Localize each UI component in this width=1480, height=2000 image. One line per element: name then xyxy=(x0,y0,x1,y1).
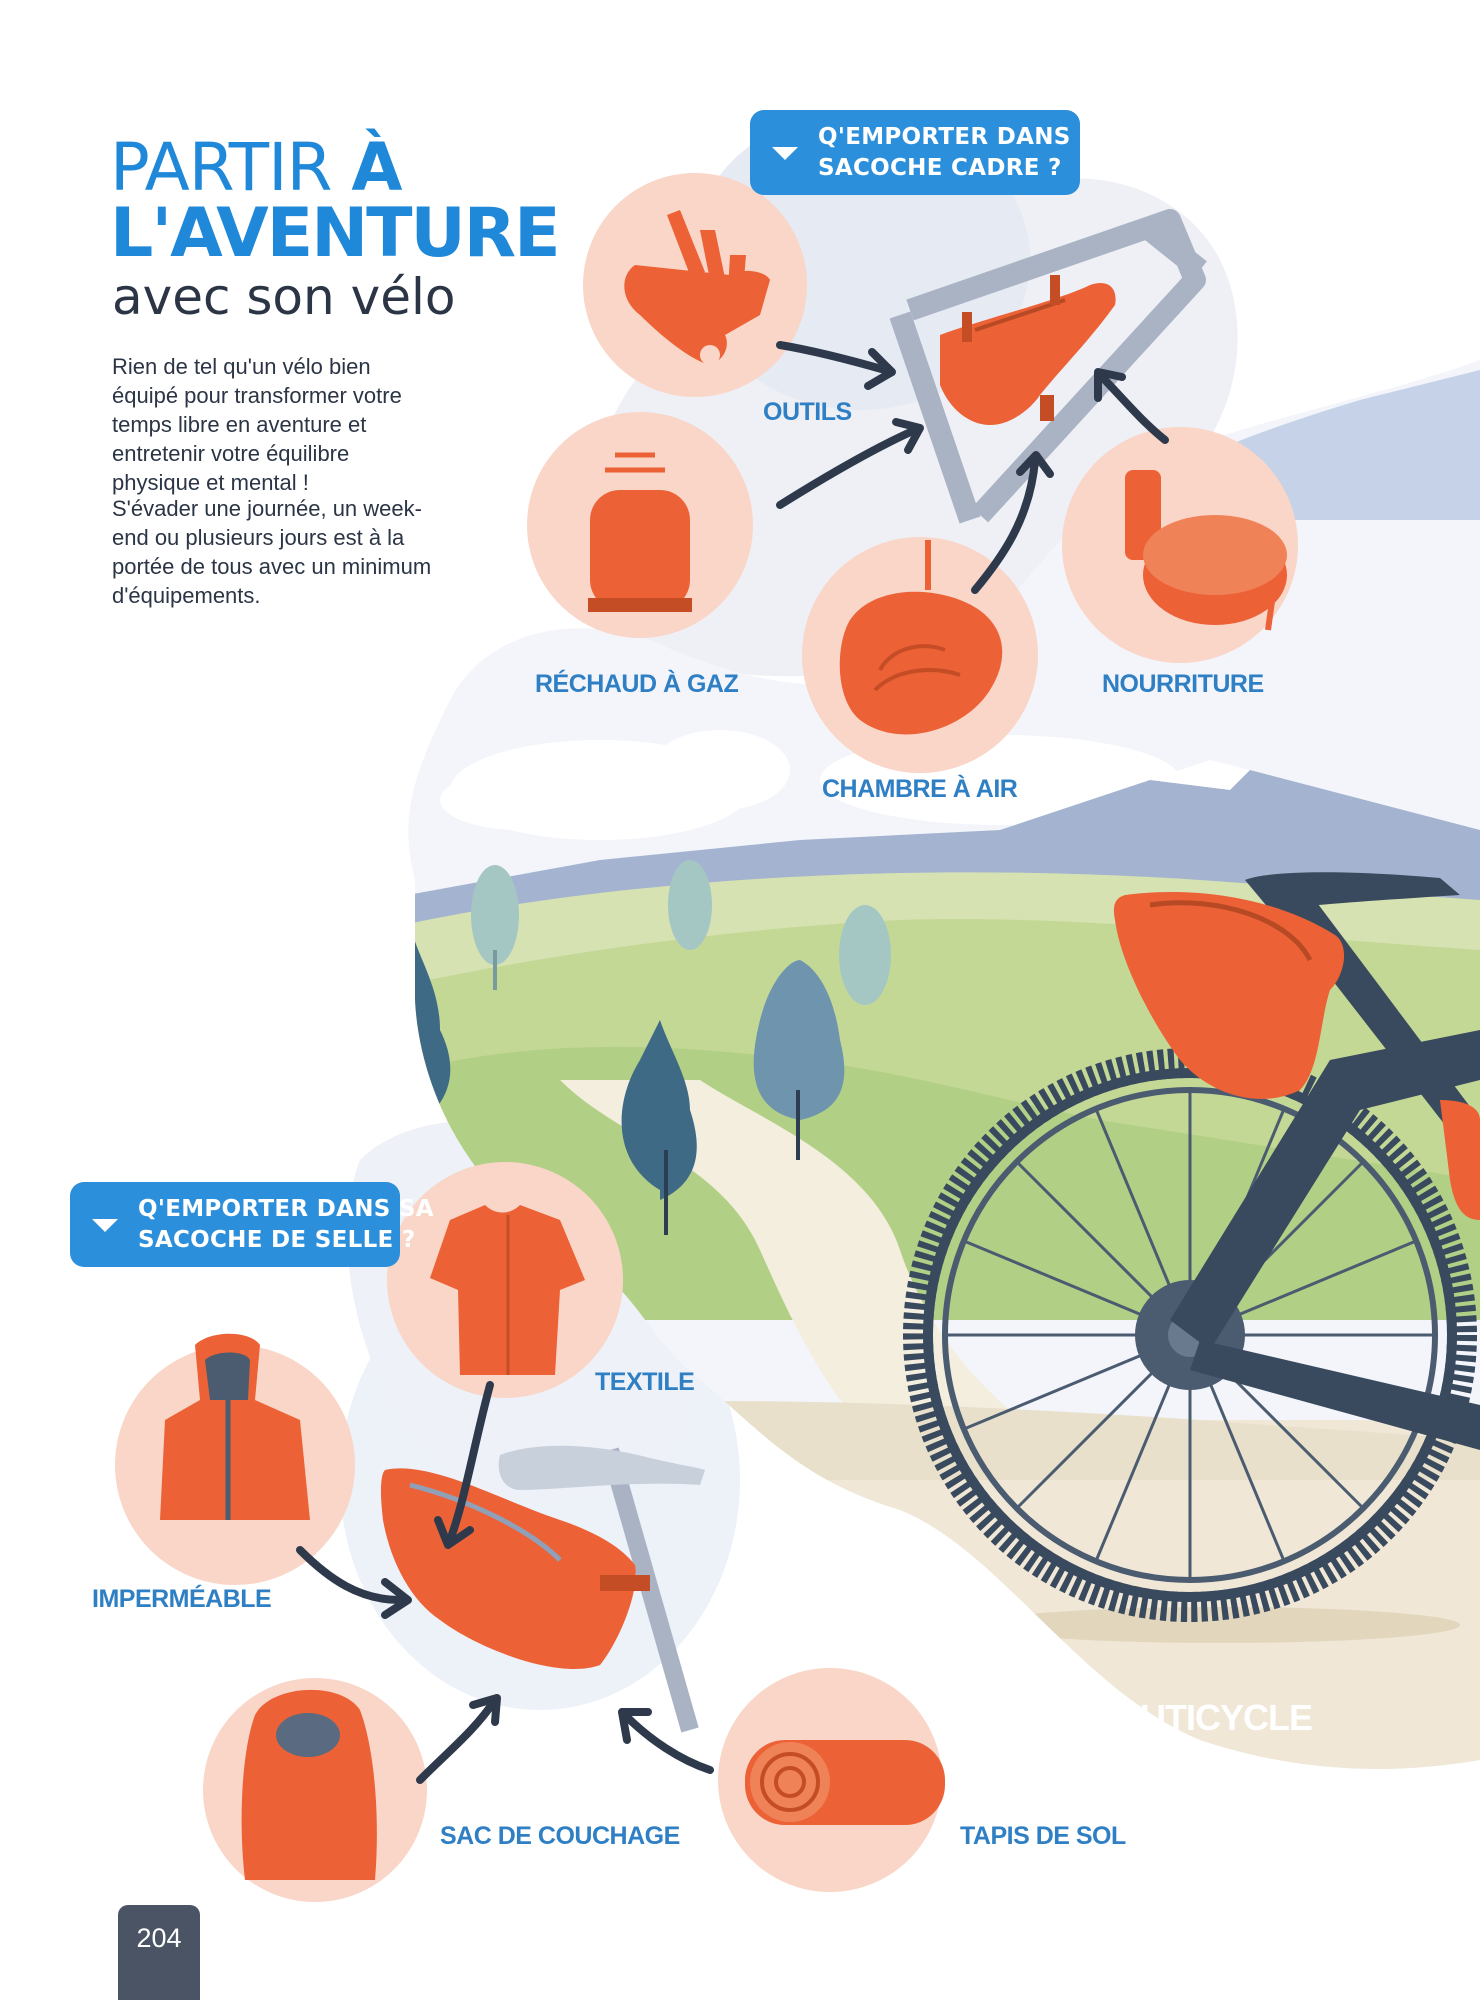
page-number-tab: 204 xyxy=(118,1905,200,2000)
saddle-bag-badge: Q'EMPORTER DANS SA SACOCHE DE SELLE ? xyxy=(70,1182,434,1267)
food-icon xyxy=(1125,470,1287,631)
item-circles xyxy=(115,173,1298,1902)
inner-tube-icon xyxy=(839,540,1003,735)
page-number: 204 xyxy=(136,1923,182,1953)
arrows xyxy=(296,341,1169,1784)
label-tools: OUTILS xyxy=(763,398,852,426)
tools-icon xyxy=(624,210,770,365)
page-title-line2: L'AVENTURE xyxy=(110,194,561,273)
sleeping-mat-icon xyxy=(745,1740,945,1825)
label-sleeping-bag: SAC DE COUCHAGE xyxy=(440,1822,680,1850)
textile-icon xyxy=(430,1205,585,1375)
bike-rear-wheel xyxy=(903,872,1480,1622)
frame-bag-badge-line2: SACOCHE CADRE ? xyxy=(818,155,1062,181)
frame-bag-badge: Q'EMPORTER DANS SA SACOCHE CADRE ? xyxy=(750,110,1114,195)
brand-logo: BOUTICYCLE xyxy=(1088,1697,1313,1738)
saddle-bag-badge-line1: Q'EMPORTER DANS SA xyxy=(138,1196,434,1222)
raincoat-icon xyxy=(160,1333,310,1520)
intro-paragraph-1: Rien de tel qu'un vélo bien équipé pour … xyxy=(112,354,402,495)
saddle-bag-illustration xyxy=(380,1445,705,1733)
label-inner-tube: CHAMBRE À AIR xyxy=(822,775,1018,803)
gas-stove-icon xyxy=(588,452,692,612)
intro-paragraph-2: S'évader une journée, un week-end ou plu… xyxy=(112,496,432,608)
saddle-bag-badge-line2: SACOCHE DE SELLE ? xyxy=(138,1227,416,1253)
frame-bag-badge-line1: Q'EMPORTER DANS SA xyxy=(818,124,1114,150)
label-raincoat: IMPERMÉABLE xyxy=(92,1585,272,1613)
page-title-line1: PARTIR À xyxy=(110,129,403,206)
label-gas-stove: RÉCHAUD À GAZ xyxy=(535,670,739,698)
caret-down-icon xyxy=(92,1218,118,1232)
page-subtitle: avec son vélo xyxy=(112,268,456,326)
frame-bag-illustration xyxy=(889,209,1207,524)
caret-down-icon xyxy=(772,146,798,160)
label-sleeping-mat: TAPIS DE SOL xyxy=(960,1822,1126,1850)
label-textile: TEXTILE xyxy=(595,1368,695,1396)
label-food: NOURRITURE xyxy=(1102,670,1264,698)
sleeping-bag-icon xyxy=(241,1689,377,1880)
